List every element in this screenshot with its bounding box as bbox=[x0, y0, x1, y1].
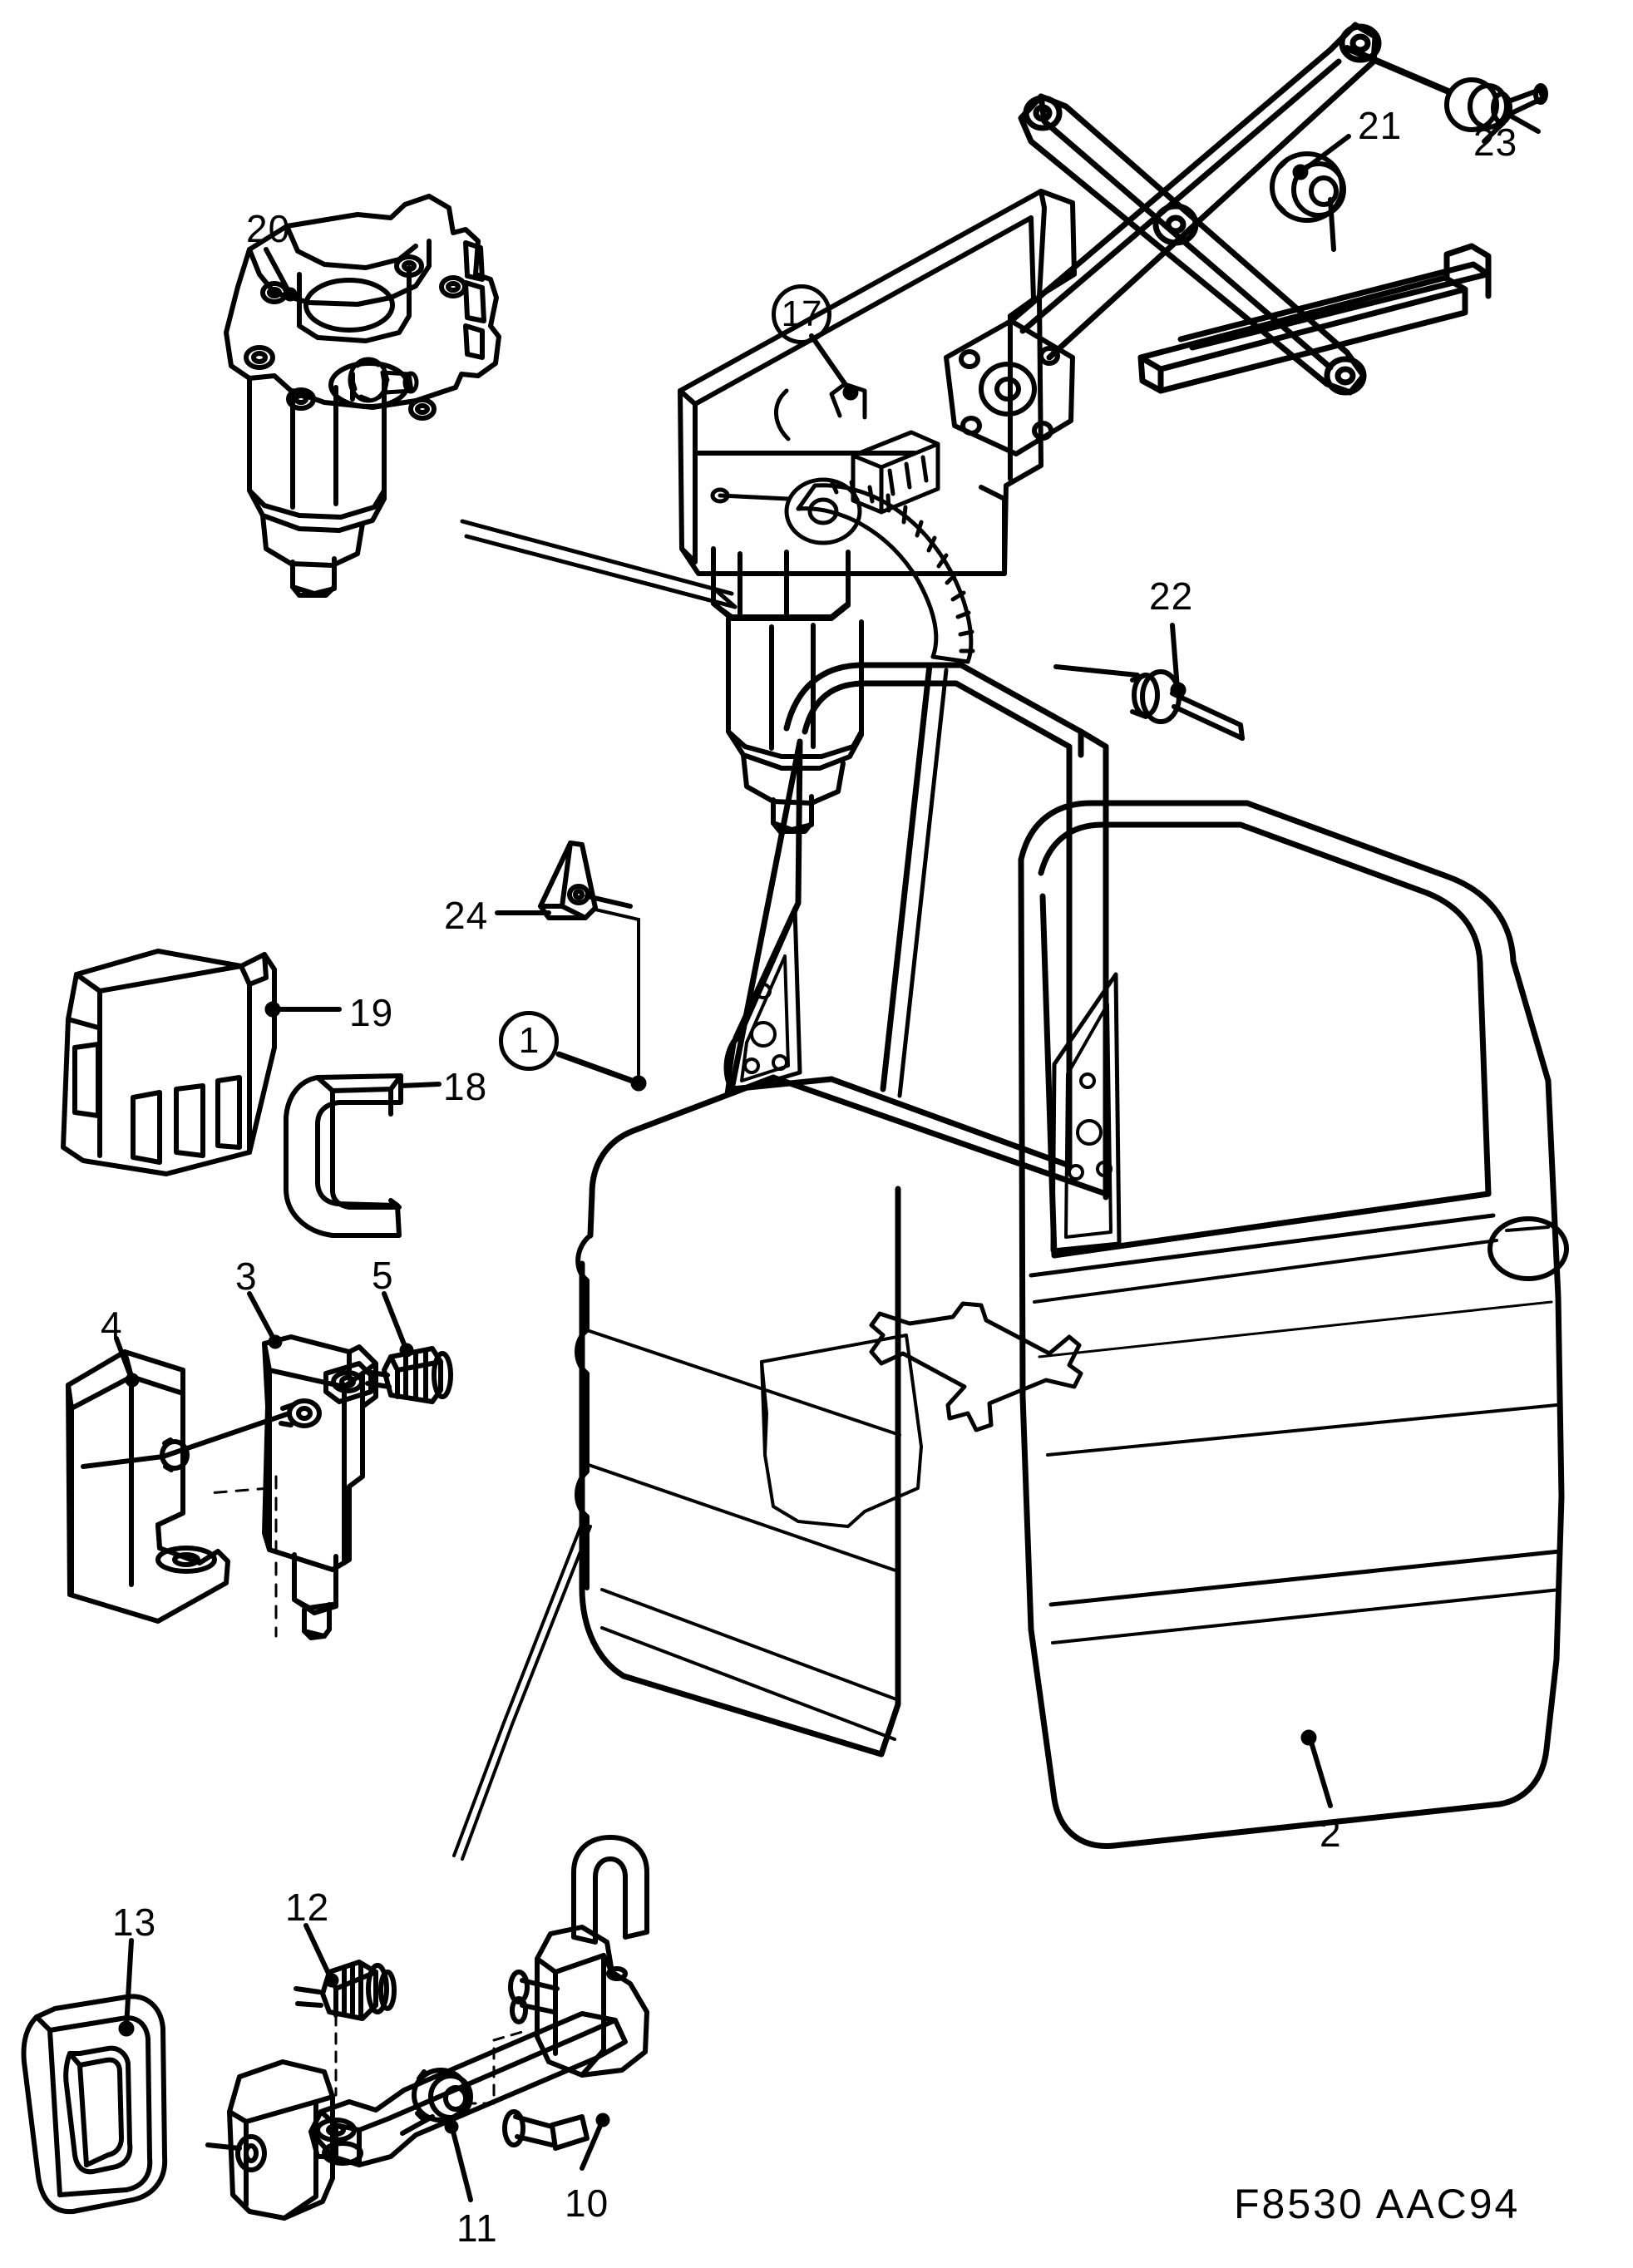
callout-label-18: 20 bbox=[246, 207, 291, 250]
window-regulator-motor bbox=[224, 194, 501, 598]
callout-label-22: 19 bbox=[349, 991, 394, 1034]
leader-2 bbox=[1308, 1737, 1333, 1808]
callout-label-1: 1 bbox=[499, 1011, 559, 1071]
leader-19 bbox=[1300, 134, 1351, 174]
callout-label-13: 13 bbox=[112, 1901, 157, 1944]
callout-label-4: 4 bbox=[101, 1304, 123, 1347]
callout-label-3: 3 bbox=[235, 1255, 258, 1298]
leader-1 bbox=[555, 1051, 640, 1086]
callout-label-11: 11 bbox=[456, 2206, 498, 2250]
leader-11 bbox=[450, 2126, 473, 2202]
callout-label-17: 17 bbox=[772, 284, 831, 344]
check-strap-leader bbox=[452, 1521, 592, 1861]
rear-door-shell bbox=[1018, 800, 1569, 1849]
hinge-body bbox=[160, 1334, 378, 1640]
leader-21 bbox=[1482, 121, 1506, 144]
door-check-strap bbox=[205, 1835, 649, 2221]
callout-label-19: 21 bbox=[1358, 104, 1403, 147]
callout-label-20: 22 bbox=[1149, 574, 1194, 618]
leader-17 bbox=[809, 333, 852, 393]
callout-label-12: 12 bbox=[285, 1886, 330, 1929]
leader-18 bbox=[264, 247, 292, 295]
regulator-scissor-arms bbox=[1008, 22, 1492, 396]
callout-label-23: 24 bbox=[444, 894, 489, 937]
leader-5 bbox=[382, 1291, 408, 1351]
check-strap-alignment bbox=[248, 2014, 524, 2122]
window-regulator bbox=[678, 189, 1077, 834]
callout-label-5: 5 bbox=[372, 1254, 394, 1297]
callout-label-21: 23 bbox=[1473, 121, 1518, 164]
front-door-shell bbox=[575, 662, 1109, 1758]
door-seal-grommet bbox=[21, 1994, 168, 2215]
leader-1-bracket bbox=[594, 908, 640, 1084]
regulator-roller-bush bbox=[1270, 151, 1346, 252]
door-stop-buffer bbox=[61, 949, 277, 1176]
door-corner-seal bbox=[284, 1073, 403, 1238]
leader-10 bbox=[580, 2119, 604, 2171]
leader-3 bbox=[247, 1291, 277, 1343]
regulator-stud bbox=[1444, 77, 1548, 134]
motor-link-line bbox=[460, 519, 738, 609]
check-strap-nut bbox=[400, 2068, 473, 2136]
leader-20 bbox=[1170, 623, 1180, 691]
hinge-bolt bbox=[363, 1346, 453, 1404]
mirror-mount-gusset bbox=[538, 841, 633, 920]
diagram-reference-code: F8530 AAC94 bbox=[1234, 2181, 1521, 2227]
leader-13 bbox=[124, 1938, 134, 2029]
callout-label-24: 18 bbox=[443, 1065, 488, 1108]
hinge-alignment-line bbox=[98, 1455, 278, 1638]
callout-label-2: 2 bbox=[1320, 1812, 1342, 1855]
leader-4 bbox=[114, 1336, 134, 1381]
leader-24 bbox=[398, 1082, 442, 1088]
callout-label-10: 10 bbox=[565, 2182, 609, 2225]
leader-12 bbox=[303, 1923, 333, 1981]
